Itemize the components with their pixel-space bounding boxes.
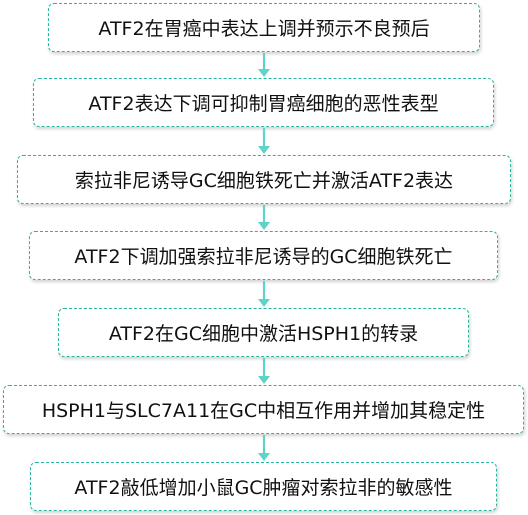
down-arrow-icon <box>257 280 271 308</box>
flow-step-label: ATF2敲低增加小鼠GC肿瘤对索拉非的敏感性 <box>74 477 453 499</box>
flow-step-3: 索拉非尼诱导GC细胞铁死亡并激活ATF2表达 <box>17 155 511 204</box>
flow-step-label: ATF2表达下调可抑制胃癌细胞的恶性表型 <box>88 93 439 115</box>
flow-step-6: HSPH1与SLC7A11在GC中相互作用并增加其稳定性 <box>3 385 524 434</box>
down-arrow-icon <box>257 52 271 78</box>
down-arrow-icon <box>257 357 271 385</box>
flow-step-5: ATF2在GC细胞中激活HSPH1的转录 <box>58 308 469 357</box>
flow-step-label: ATF2在GC细胞中激活HSPH1的转录 <box>108 323 419 345</box>
flow-step-7: ATF2敲低增加小鼠GC肿瘤对索拉非的敏感性 <box>30 462 497 511</box>
flow-step-label: 索拉非尼诱导GC细胞铁死亡并激活ATF2表达 <box>74 170 454 192</box>
down-arrow-icon <box>257 204 271 231</box>
flow-step-4: ATF2下调加强索拉非尼诱导的GC细胞铁死亡 <box>29 231 498 280</box>
flow-step-1: ATF2在胃癌中表达上调并预示不良预后 <box>48 3 480 52</box>
down-arrow-icon <box>257 127 271 155</box>
flow-step-label: HSPH1与SLC7A11在GC中相互作用并增加其稳定性 <box>41 400 486 422</box>
down-arrow-icon <box>257 434 271 462</box>
flow-step-label: ATF2下调加强索拉非尼诱导的GC细胞铁死亡 <box>74 246 453 268</box>
flow-step-2: ATF2表达下调可抑制胃癌细胞的恶性表型 <box>33 78 494 127</box>
flow-step-label: ATF2在胃癌中表达上调并预示不良预后 <box>98 18 430 40</box>
